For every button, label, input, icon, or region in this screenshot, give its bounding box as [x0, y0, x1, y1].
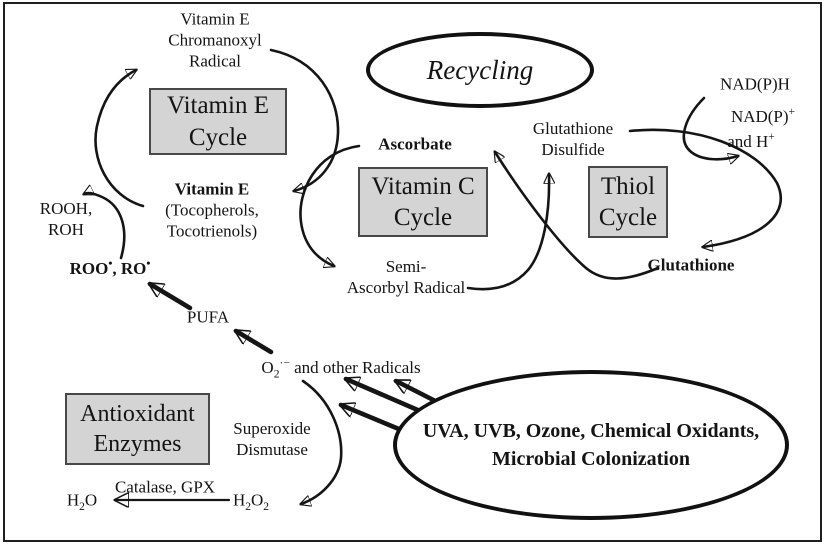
- arrow-radicals-to-pufa: [236, 328, 274, 355]
- stressors-ellipse: UVA, UVB, Ozone, Chemical Oxidants, Micr…: [393, 370, 789, 520]
- h-plus-label: and H+: [727, 130, 775, 151]
- nadph-label: NAD(P)H: [720, 74, 790, 94]
- nadp-plus-label: NAD(P)+: [730, 105, 796, 126]
- thiol-cycle-box: Thiol Cycle: [588, 166, 668, 238]
- semi-ascorbyl-radical-label: Semi- Ascorbyl Radical: [346, 256, 466, 297]
- superoxide-radicals-label: O2·− and other Radicals: [261, 356, 421, 381]
- arrow-ascorbate-to-semiascorbyl: [299, 144, 361, 266]
- vitamin-c-cycle-box: Vitamin C Cycle: [358, 167, 488, 237]
- vitamin-e-tocopherols-label: Vitamin E (Tocopherols, Tocotrienols): [165, 179, 259, 241]
- arrow-vitamin-e-to-chromanoxyl: [94, 70, 145, 208]
- antioxidant-enzymes-box: Antioxidant Enzymes: [65, 393, 210, 465]
- rooh-roh-label: ROOH, ROH: [39, 198, 93, 239]
- recycling-ellipse: Recycling: [366, 32, 594, 108]
- glutathione-label: Glutathione: [647, 255, 735, 275]
- h2o2-label: H2O2: [232, 490, 270, 514]
- h2o-label: H2O: [66, 490, 98, 514]
- catalase-gpx-label: Catalase, GPX: [114, 477, 216, 497]
- recycling-label: Recycling: [426, 54, 534, 85]
- superoxide-dismutase-label: Superoxide Dismutase: [233, 418, 311, 459]
- arrow-pufa-to-roo: [150, 281, 193, 311]
- ascorbate-label: Ascorbate: [378, 134, 452, 154]
- roo-ro-label: ROO•, RO•: [69, 257, 151, 278]
- pufa-label: PUFA: [186, 307, 230, 327]
- vitamin-e-cycle-box: Vitamin E Cycle: [149, 88, 287, 155]
- stressors-label: UVA, UVB, Ozone, Chemical Oxidants, Micr…: [422, 419, 760, 470]
- glutathione-disulfide-label: Glutathione Disulfide: [532, 118, 614, 159]
- vitamin-e-chromanoxyl-radical-label: Vitamin E Chromanoxyl Radical: [168, 9, 262, 71]
